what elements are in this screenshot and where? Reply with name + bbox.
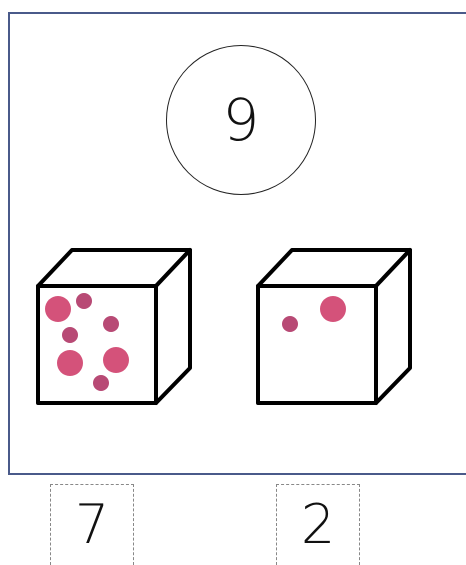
dot: [320, 296, 346, 322]
total-value: 9: [223, 91, 260, 149]
dot: [103, 347, 129, 373]
answer-value-left: 7: [75, 498, 109, 552]
dot: [57, 350, 83, 376]
answer-value-right: 2: [301, 498, 335, 552]
answer-box-left[interactable]: 7: [50, 484, 134, 565]
cube-right: [254, 246, 416, 408]
dot: [103, 316, 119, 332]
cube-front-face: [258, 286, 376, 403]
dot: [282, 316, 298, 332]
cube-left: [34, 246, 196, 408]
dot: [76, 293, 92, 309]
total-circle: 9: [166, 45, 316, 195]
dot: [93, 375, 109, 391]
dot: [62, 327, 78, 343]
answer-box-right[interactable]: 2: [276, 484, 360, 565]
dot: [45, 296, 71, 322]
